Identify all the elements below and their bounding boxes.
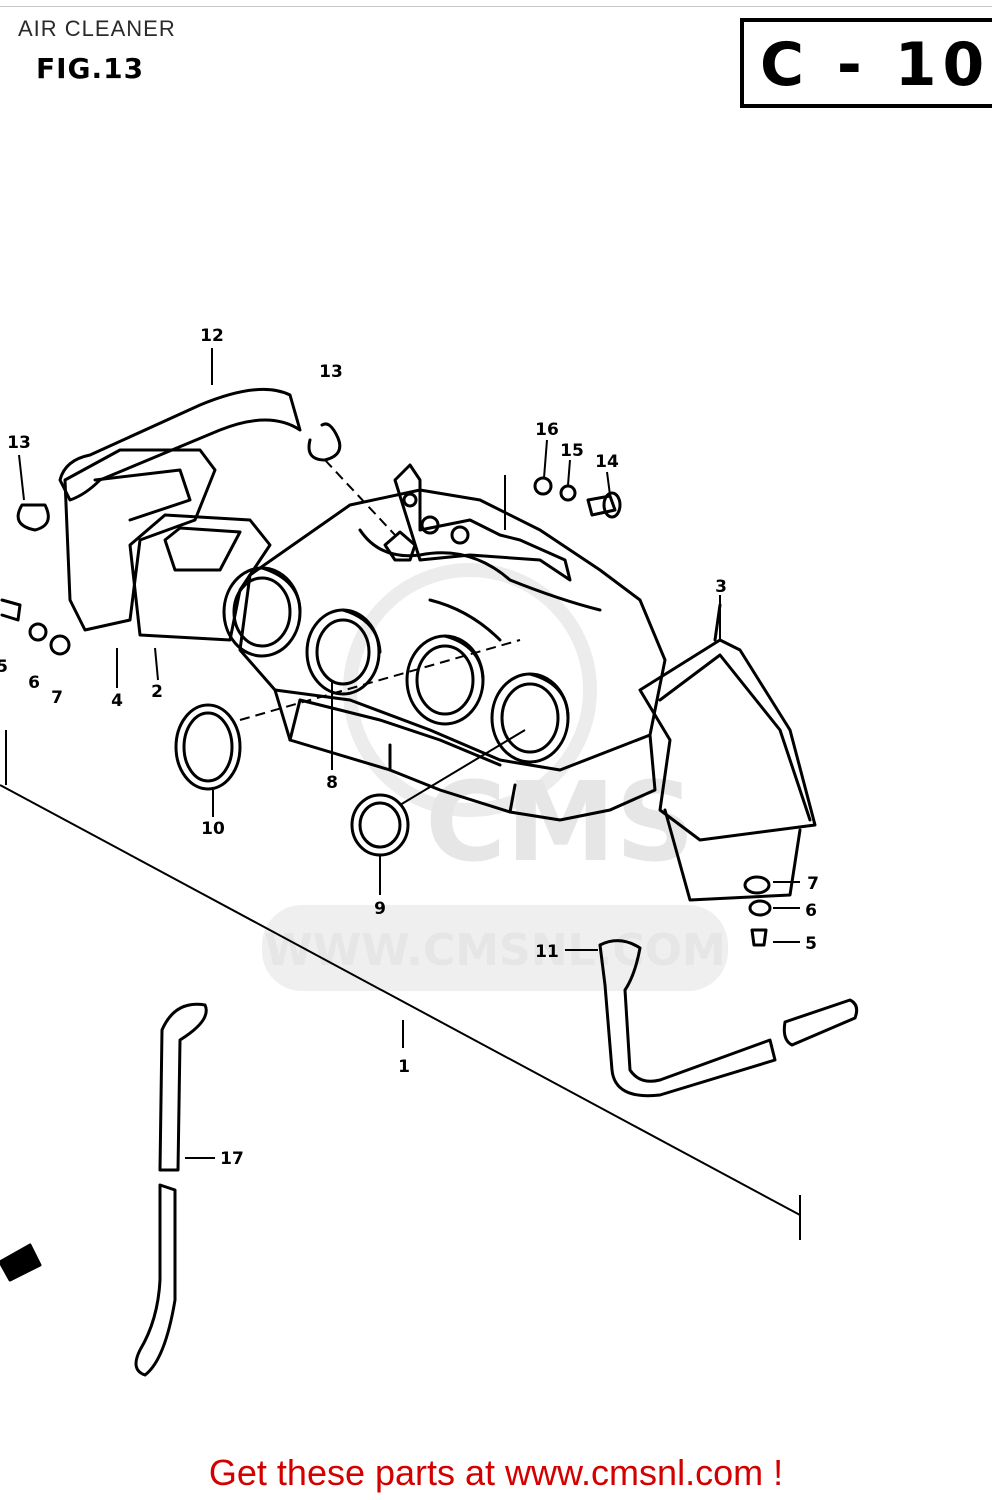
callout-5-right: 5 <box>805 934 817 954</box>
figure-label: FIG.13 <box>36 52 145 85</box>
callout-11: 11 <box>535 942 559 962</box>
watermark-url: WWW.CMSNL.COM <box>264 925 726 976</box>
top-rule <box>0 6 992 7</box>
callout-10: 10 <box>201 819 225 839</box>
callout-7-right: 7 <box>807 874 819 894</box>
callout-labels: 1 2 3 4 5 6 7 5 6 7 8 9 10 11 12 13 13 1… <box>0 326 819 1169</box>
nut-6-right <box>748 899 772 917</box>
section-code-box: C - 10 <box>740 18 992 108</box>
callout-1: 1 <box>398 1057 410 1077</box>
callout-13-left: 13 <box>7 433 31 453</box>
hose-17 <box>158 1002 208 1172</box>
drain-11 <box>598 939 777 1098</box>
callout-6-left: 6 <box>28 673 40 693</box>
screw-5-right <box>750 928 768 947</box>
callout-5-left: 5 <box>0 657 8 677</box>
hose-17-lower <box>134 1183 177 1377</box>
callout-17: 17 <box>220 1149 244 1169</box>
left-cover <box>63 448 217 632</box>
callout-16: 16 <box>535 420 559 440</box>
page-title: AIR CLEANER <box>18 16 176 41</box>
callout-3: 3 <box>715 577 727 597</box>
get-parts-link[interactable]: Get these parts at www.cmsnl.com ! <box>208 1452 784 1493</box>
hose-12 <box>58 387 302 502</box>
callout-9: 9 <box>374 899 386 919</box>
watermark-logo: CMS <box>425 758 694 886</box>
clamp-13-top <box>307 422 342 462</box>
front-arrow <box>0 1243 42 1282</box>
band-10 <box>174 703 242 791</box>
housing-body <box>238 488 667 772</box>
callout-6-right: 6 <box>805 901 817 921</box>
section-code: C - 10 <box>760 30 991 100</box>
watermark: CMS WWW.CMSNL.COM <box>262 563 728 991</box>
right-cover <box>638 638 817 842</box>
drain-plug <box>782 998 859 1047</box>
callout-12: 12 <box>200 326 224 346</box>
callout-15: 15 <box>560 441 584 461</box>
washer-7-right <box>743 875 771 895</box>
callout-8: 8 <box>326 773 338 793</box>
callout-13-top: 13 <box>319 362 343 382</box>
leader-lines <box>0 348 801 1240</box>
clamp-13-left <box>16 503 50 532</box>
washer-15 <box>559 484 577 502</box>
intake-boots <box>222 566 570 764</box>
washer-16 <box>533 476 553 496</box>
bolt-14 <box>586 494 617 517</box>
callout-4: 4 <box>111 691 123 711</box>
callout-14: 14 <box>595 452 619 472</box>
filter-element <box>128 513 272 642</box>
callout-7-left: 7 <box>51 688 63 708</box>
callout-2: 2 <box>151 682 163 702</box>
